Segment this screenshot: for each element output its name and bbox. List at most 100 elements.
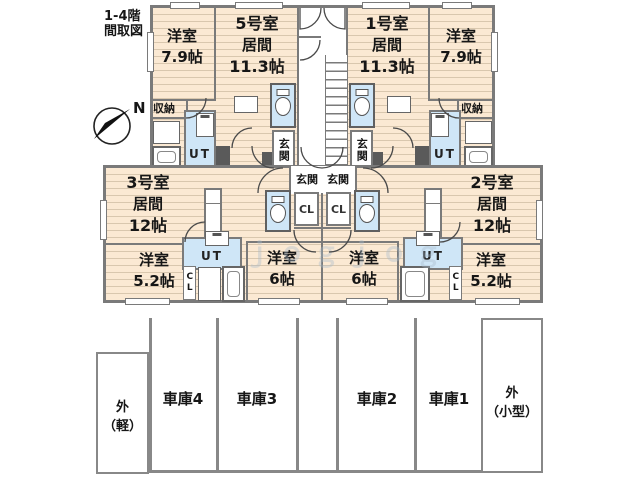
wall	[246, 241, 248, 303]
outside-right-line2: （小型）	[485, 405, 538, 420]
cabinet-icon	[387, 96, 411, 113]
toilet-room-unit5	[270, 83, 296, 128]
wall	[106, 243, 184, 245]
living-size: 11.3帖	[229, 57, 285, 77]
garage-divider	[296, 318, 299, 471]
handle	[212, 233, 222, 236]
toilet-bowl-icon	[270, 204, 286, 223]
room-label-western-unit5: 洋室 7.9帖	[154, 26, 210, 68]
handle	[423, 233, 433, 236]
toilet-room-unit1	[349, 83, 375, 128]
room-label-unit1: 1号室 居間 11.3帖	[348, 13, 426, 79]
window	[125, 298, 170, 305]
western-label: 洋室	[475, 251, 506, 269]
window	[491, 32, 498, 72]
western-size: 5.2帖	[470, 272, 512, 290]
entrance-unit5: 玄関	[272, 130, 295, 170]
washing-machine-icon	[196, 113, 214, 137]
living-label: 居間	[241, 36, 272, 55]
window	[346, 298, 388, 305]
room-label-western-b-unit2: 洋室 6帖	[332, 248, 396, 290]
garage-divider	[336, 318, 339, 471]
window	[100, 200, 107, 240]
living-label: 居間	[476, 195, 507, 214]
porch	[289, 166, 357, 194]
garage-3-label: 車庫3	[236, 390, 278, 408]
garage-divider	[149, 318, 152, 471]
garage-4-label: 車庫4	[162, 390, 204, 408]
outside-left-line2: （軽）	[102, 419, 142, 434]
wall	[150, 117, 188, 119]
western-size: 6帖	[269, 270, 295, 288]
ut-label: UT	[201, 249, 223, 263]
bathtub-icon	[400, 266, 430, 302]
room-label-western-a-unit3: 洋室 5.2帖	[112, 250, 196, 292]
window	[536, 200, 543, 240]
washing-machine-icon	[416, 231, 440, 246]
entrance-unit1: 玄関	[350, 130, 373, 170]
wall	[323, 241, 399, 243]
window	[258, 298, 300, 305]
window	[170, 2, 200, 9]
closet-vertical-unit3: CL	[183, 266, 196, 300]
toilet-tank-icon	[271, 196, 285, 203]
toilet-tank-icon	[355, 89, 369, 96]
wall-chunk	[262, 152, 272, 166]
wall	[294, 227, 351, 229]
room-label-unit3: 3号室 居間 12帖	[108, 172, 188, 238]
living-size: 12帖	[128, 216, 168, 236]
wall	[457, 117, 495, 119]
western-size: 6帖	[351, 270, 377, 288]
western-label: 洋室	[266, 249, 297, 267]
living-size: 11.3帖	[359, 57, 415, 77]
window	[235, 2, 283, 9]
entrance-unit3: 玄関	[296, 173, 318, 186]
page-title-line1: 1-4階	[104, 9, 141, 24]
toilet-room-unit3	[265, 190, 291, 232]
toilet-tank-icon	[360, 196, 374, 203]
western-size: 5.2帖	[133, 272, 175, 290]
toilet-room-unit2	[354, 190, 380, 232]
toilet-tank-icon	[276, 89, 290, 96]
room-label-western-b-unit3: 洋室 6帖	[250, 248, 314, 290]
closet-unit2: CL	[326, 192, 351, 226]
window	[442, 2, 472, 9]
watermark: ｊｏｇｊｏｇ	[245, 238, 450, 268]
outside-right-line1: 外	[505, 386, 519, 401]
parking-outside-left: 外 （軽）	[96, 352, 149, 474]
closet-tall-unit3	[204, 188, 222, 238]
washer-icon	[465, 121, 492, 144]
handle	[435, 115, 445, 118]
entrance-unit2: 玄関	[327, 173, 349, 186]
wall	[429, 99, 495, 101]
washer-icon	[153, 121, 180, 144]
washing-machine-icon	[205, 231, 229, 246]
room-label-unit5: 5号室 居間 11.3帖	[218, 13, 296, 79]
wall	[246, 241, 323, 243]
storage-label-unit5: 収納	[153, 102, 175, 115]
room-label-western-a-unit2: 洋室 5.2帖	[449, 250, 533, 292]
washing-machine-icon	[431, 113, 449, 137]
compass-north-label: N	[133, 99, 146, 117]
garage-1-label: 車庫1	[428, 390, 470, 408]
western-label: 洋室	[348, 249, 379, 267]
wall	[214, 5, 216, 101]
western-label: 洋室	[138, 251, 169, 269]
garage-divider	[414, 318, 417, 471]
wall-chunk	[216, 146, 230, 166]
garage-divider	[216, 318, 219, 471]
living-label: 居間	[371, 36, 402, 55]
stairs-icon	[325, 55, 347, 167]
wall-center	[321, 193, 323, 303]
stairwell-wall	[299, 36, 321, 38]
parking-outside-right: 外 （小型）	[481, 318, 543, 473]
window	[362, 2, 410, 9]
window	[147, 32, 154, 72]
bathtub-icon	[222, 266, 245, 302]
wall	[397, 241, 399, 303]
toilet-bowl-icon	[275, 97, 291, 116]
unit-name: 2号室	[470, 173, 514, 192]
western-label: 洋室	[445, 27, 476, 45]
western-size: 7.9帖	[161, 48, 203, 66]
